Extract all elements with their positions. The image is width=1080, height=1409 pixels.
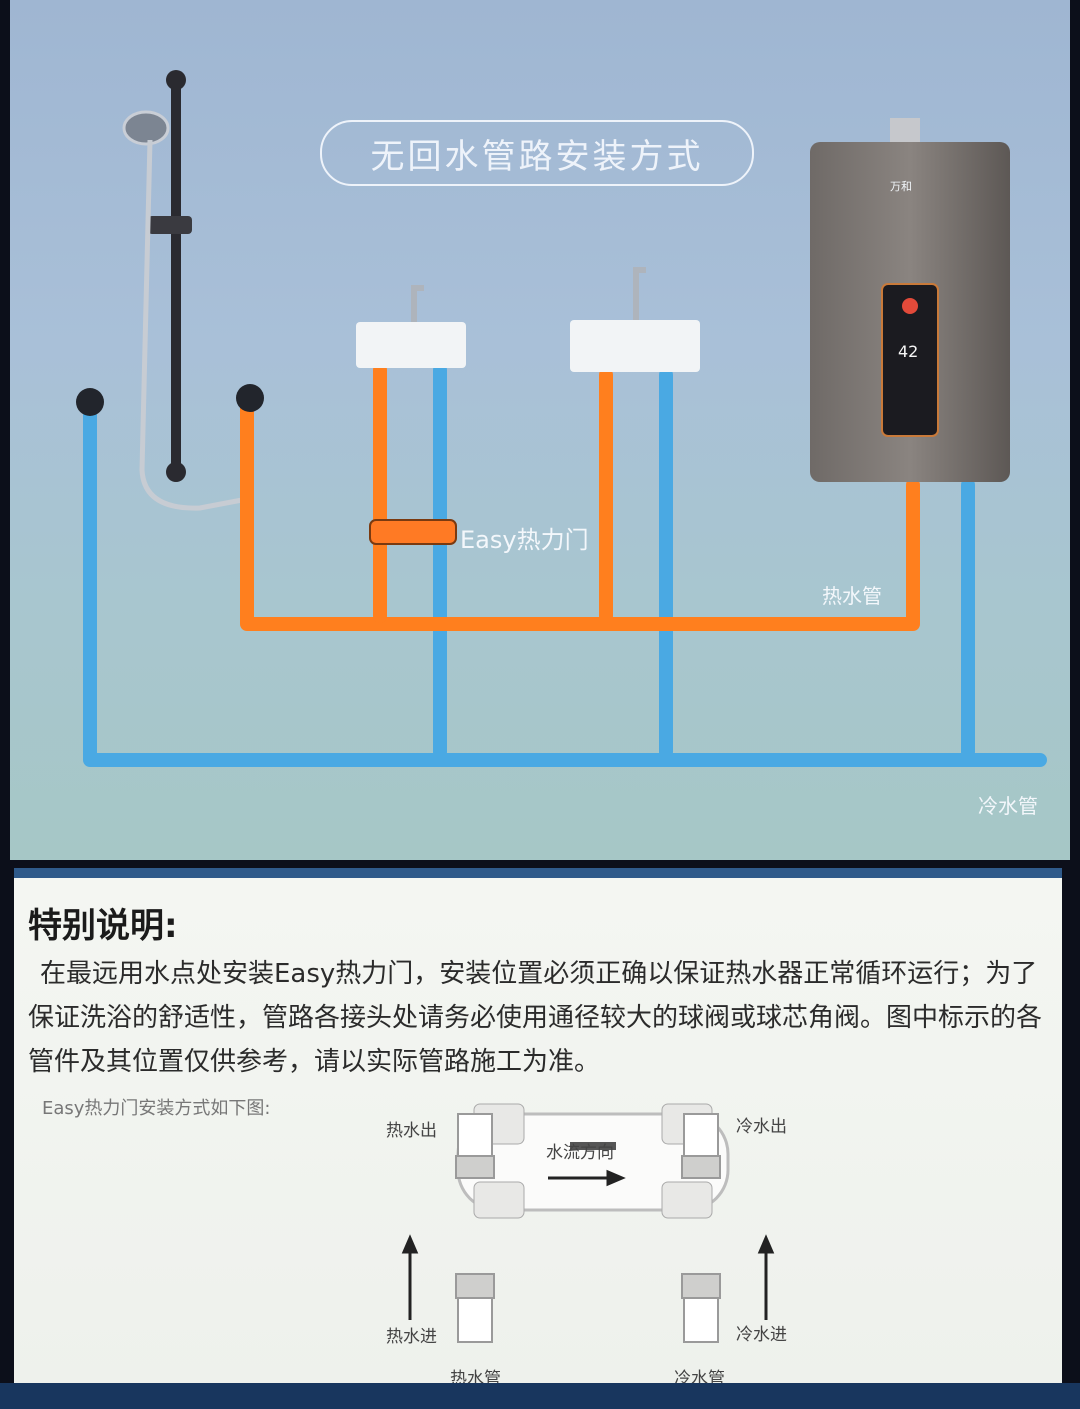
valve-pipes xyxy=(455,1113,721,1343)
easy-valve-icon xyxy=(369,519,457,545)
hot-out-label: 热水出 xyxy=(386,1121,437,1141)
cold-pipes xyxy=(83,363,1047,767)
heater-temperature-readout: 42 xyxy=(898,342,919,361)
hot-pipes xyxy=(240,363,920,631)
valve-label: Easy热力门 xyxy=(460,526,589,554)
diagram-title: 无回水管路安装方式 xyxy=(320,120,754,186)
special-note-panel: 特别说明: 在最远用水点处安装Easy热力门，安装位置必须正确以保证热水器正常循… xyxy=(14,868,1062,1393)
flow-direction-label: 水流方向 xyxy=(546,1143,614,1163)
note-title: 特别说明: xyxy=(28,906,178,946)
valve-body-icon xyxy=(456,1103,730,1219)
heater-brand: 万和 xyxy=(890,180,912,193)
bottom-edge-bar xyxy=(0,1383,1080,1409)
sink-1-icon xyxy=(356,285,466,368)
cold-pipe-label: 冷水管 xyxy=(978,794,1038,818)
valve-install-diagram xyxy=(401,1103,775,1343)
hot-pipe-label: 热水管 xyxy=(822,584,882,608)
cold-out-label: 冷水出 xyxy=(736,1117,787,1137)
water-heater-icon xyxy=(810,118,1010,482)
hot-in-label: 热水进 xyxy=(386,1327,437,1347)
valve-install-caption: Easy热力门安装方式如下图: xyxy=(42,1098,271,1119)
pipe-layout-svg xyxy=(76,70,1047,767)
pipe-layout-panel: 无回水管路安装方式 万和 42 Easy热力门 热水管 冷水管 xyxy=(10,0,1070,860)
note-body: 在最远用水点处安装Easy热力门，安装位置必须正确以保证热水器正常循环运行；为了… xyxy=(28,959,1043,1077)
cold-in-label: 冷水进 xyxy=(736,1325,787,1345)
flow-arrows xyxy=(401,1169,775,1320)
shower-icon xyxy=(122,70,243,511)
sink-2-icon xyxy=(570,267,700,372)
